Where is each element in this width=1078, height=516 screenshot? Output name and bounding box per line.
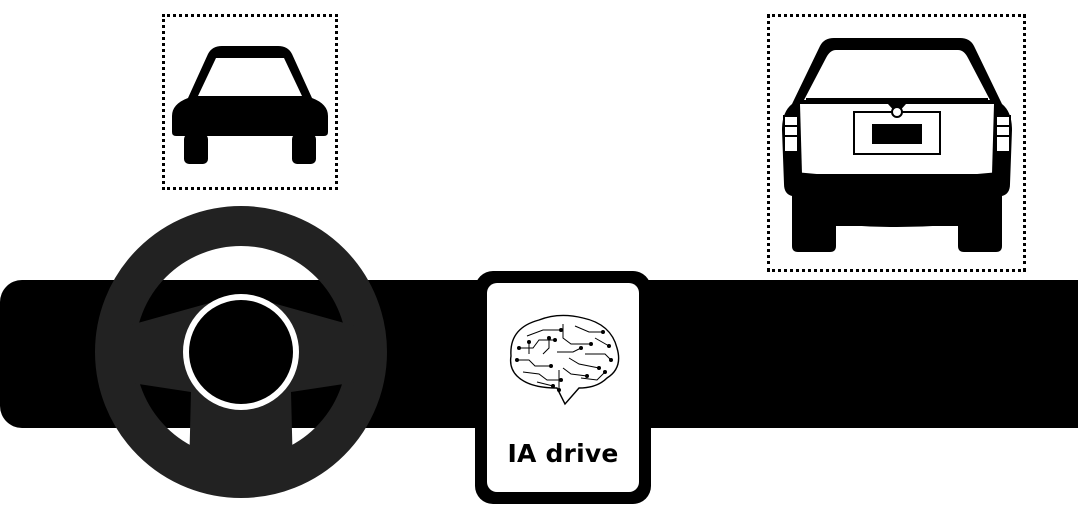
right-detection-box <box>767 14 1026 272</box>
left-detection-box <box>162 14 338 190</box>
ia-tablet: IA drive <box>474 270 652 505</box>
suv-rear-icon <box>782 38 1012 252</box>
steering-wheel-icon <box>95 206 387 498</box>
car-front-icon <box>172 46 328 164</box>
circuit-brain-icon <box>509 314 620 406</box>
tablet-screen: IA drive <box>487 283 639 492</box>
ia-drive-label: IA drive <box>507 439 619 468</box>
